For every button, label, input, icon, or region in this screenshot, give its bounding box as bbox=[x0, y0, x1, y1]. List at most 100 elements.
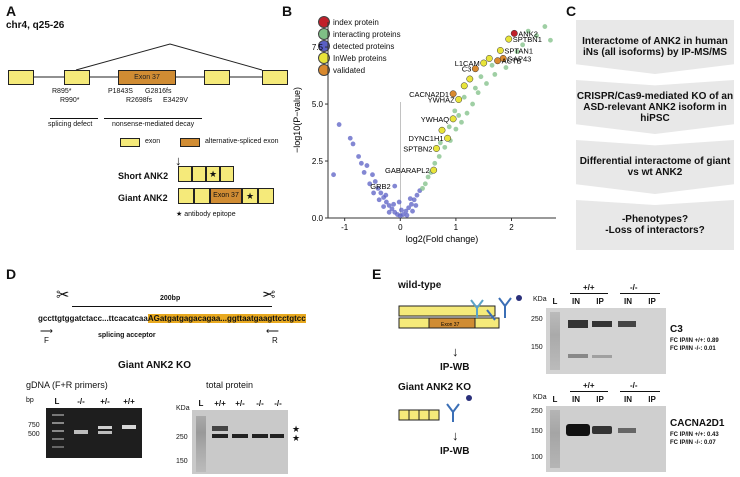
exon-1 bbox=[8, 70, 34, 85]
workflow-step-3: Differential interactome of giant vs wt … bbox=[576, 140, 734, 194]
data-point bbox=[470, 101, 475, 107]
short-band-star-icon: ★ bbox=[292, 433, 301, 443]
data-point bbox=[425, 174, 431, 180]
data-point bbox=[411, 197, 417, 203]
nmd-bracket bbox=[104, 118, 202, 119]
panel-e-letter: E bbox=[372, 266, 382, 282]
panel-c-letter: C bbox=[566, 3, 577, 19]
splicing-defect-label: splicing defect bbox=[48, 121, 93, 128]
kda-tick: 150 bbox=[176, 458, 188, 465]
data-point bbox=[460, 82, 468, 90]
point-label: ACTB bbox=[502, 57, 522, 66]
mm-bracket bbox=[620, 391, 660, 392]
ip-lane-label: L bbox=[552, 395, 558, 404]
genotype-mm: -/- bbox=[630, 283, 638, 292]
ko-ipwb-label: IP-WB bbox=[440, 446, 470, 457]
data-point bbox=[432, 145, 440, 152]
blot-lane-label: -/- bbox=[274, 399, 282, 408]
kda-tick: 250 bbox=[531, 316, 543, 323]
data-point bbox=[472, 85, 478, 91]
kda-unit: KDa bbox=[533, 394, 547, 401]
scissors-icon: ✂ bbox=[56, 287, 70, 304]
cacna2d1-fc-ko: FC IP/IN -/-: 0.07 bbox=[670, 440, 716, 446]
legend-label: interacting proteins bbox=[333, 29, 401, 39]
locus-label: chr4, q25-26 bbox=[6, 20, 65, 31]
exon-5 bbox=[262, 70, 288, 85]
workflow-step-1: Interactome of ANK2 in human iNs (all is… bbox=[576, 20, 734, 74]
point-label: CACNA2D1 bbox=[409, 90, 449, 99]
data-point bbox=[396, 199, 402, 205]
splicing-acceptor-label: splicing acceptor bbox=[98, 332, 156, 339]
data-point bbox=[389, 206, 395, 212]
x-tick-label: 2 bbox=[509, 223, 514, 232]
scissors-icon: ✂ bbox=[262, 287, 276, 304]
legend-alt-label: alternative-spliced exon bbox=[205, 138, 279, 145]
data-point bbox=[391, 201, 397, 207]
y-axis-label: −log10(P−value) bbox=[292, 87, 302, 153]
ladder-band bbox=[52, 422, 64, 424]
cacna2d1-fc-wt: FC IP/IN +/+: 0.43 bbox=[670, 432, 719, 438]
data-point bbox=[449, 90, 457, 98]
wt-ipwb-label: IP-WB bbox=[440, 362, 470, 373]
legend-entry: detected proteins bbox=[318, 40, 401, 52]
legend-dot bbox=[318, 28, 330, 40]
data-point bbox=[452, 108, 458, 114]
data-point bbox=[548, 37, 553, 43]
point-label: C3 bbox=[462, 65, 472, 74]
data-point bbox=[331, 172, 336, 178]
data-point bbox=[386, 203, 392, 208]
antibody-icon bbox=[498, 297, 512, 318]
giant-ko-title: Giant ANK2 KO bbox=[118, 360, 191, 371]
kda-unit: KDa bbox=[533, 296, 547, 303]
legend-exon-swatch bbox=[120, 138, 140, 147]
blot-lane-label: +/+ bbox=[214, 399, 226, 408]
mutation-label: R990* bbox=[60, 97, 80, 104]
data-point bbox=[492, 72, 498, 77]
kda-tick: 250 bbox=[176, 434, 188, 441]
workflow-step-2: CRISPR/Cas9-mediated KO of an ASD-releva… bbox=[576, 80, 734, 134]
data-point bbox=[485, 55, 493, 62]
data-point bbox=[438, 126, 446, 134]
epitope-legend: ★ antibody epitope bbox=[176, 211, 236, 218]
down-arrow-icon: ↓ bbox=[452, 428, 459, 443]
ip-lane-label: IP bbox=[596, 297, 604, 306]
epitope-star-icon: ★ bbox=[242, 188, 258, 204]
blot-band bbox=[568, 354, 588, 358]
kda-unit: KDa bbox=[176, 405, 190, 412]
splice-arc bbox=[75, 43, 263, 71]
x-tick-label: 1 bbox=[454, 223, 459, 232]
antibody-icon bbox=[486, 309, 496, 321]
kda-tick: 100 bbox=[531, 454, 543, 461]
legend-exon-label: exon bbox=[145, 138, 161, 145]
genotype-mm: -/- bbox=[630, 381, 638, 390]
ko-ip-schematic bbox=[398, 395, 472, 422]
ladder-band bbox=[52, 430, 64, 432]
c3-fc-ko: FC IP/IN -/-: 0.01 bbox=[670, 346, 716, 352]
legend-entry: InWeb proteins bbox=[318, 52, 401, 64]
total-protein-blot bbox=[192, 410, 288, 474]
data-point bbox=[375, 185, 381, 191]
short-exon-block bbox=[178, 166, 192, 182]
data-point bbox=[364, 163, 370, 168]
bp-tick: 500 bbox=[28, 431, 40, 438]
ip-lane-label: L bbox=[552, 297, 558, 306]
point-label: DYNC1H1 bbox=[409, 134, 444, 143]
blot-band bbox=[566, 424, 590, 436]
data-point bbox=[367, 181, 373, 187]
data-point bbox=[400, 212, 406, 217]
ip-lane-label: IN bbox=[572, 395, 580, 404]
x-tick-label: -1 bbox=[341, 223, 349, 232]
legend-alt-swatch bbox=[180, 138, 200, 147]
data-point bbox=[510, 29, 518, 37]
legend-dot bbox=[318, 64, 330, 76]
splicing-defect-bracket bbox=[50, 118, 98, 119]
legend-dot bbox=[318, 40, 330, 52]
ip-lane-label: IN bbox=[624, 395, 632, 404]
blot-band bbox=[212, 434, 228, 438]
epitope-star-icon: ★ bbox=[206, 166, 220, 182]
data-point bbox=[361, 170, 367, 175]
exon-37: Exon 37 bbox=[118, 70, 176, 85]
data-point bbox=[383, 199, 389, 205]
data-point bbox=[370, 172, 375, 178]
blot-band bbox=[592, 355, 612, 358]
